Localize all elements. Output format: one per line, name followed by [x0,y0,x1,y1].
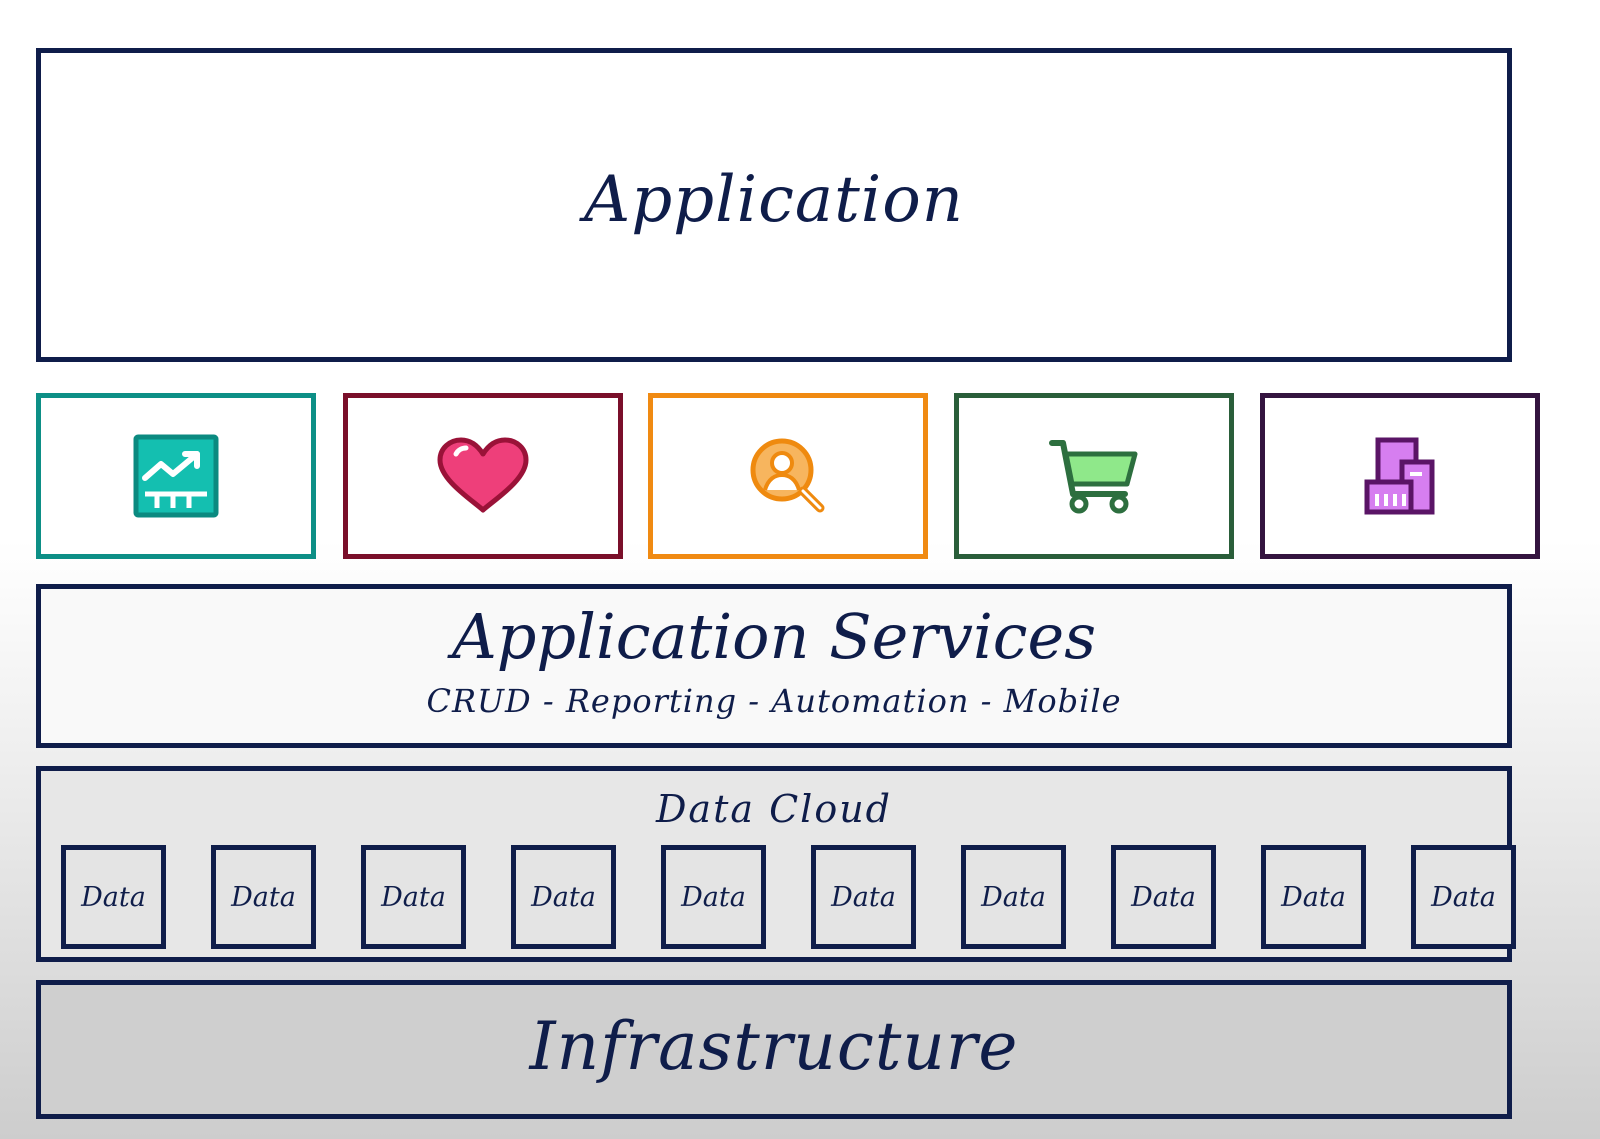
data-cell: Data [511,845,616,949]
buildings-icon [1364,437,1435,515]
data-cell: Data [1411,845,1516,949]
tile-buildings [1260,393,1540,559]
application-layer: Application [36,48,1512,362]
data-cell: Data [1261,845,1366,949]
data-cell: Data [211,845,316,949]
application-services-subtitle: CRUD - Reporting - Automation - Mobile [426,682,1122,720]
infrastructure-layer: Infrastructure [36,980,1512,1119]
data-cloud-title: Data Cloud [655,787,893,831]
data-cloud-layer: Data Cloud Data Data Data Data Data Data… [36,766,1516,962]
analytics-chart-icon [133,434,219,518]
tile-analytics [36,393,316,559]
tile-heart [343,393,623,559]
data-cell: Data [61,845,166,949]
data-cell: Data [661,845,766,949]
tile-shopping-cart [954,393,1234,559]
infrastructure-title: Infrastructure [529,1008,1019,1085]
application-services-layer: Application Services CRUD - Reporting - … [36,584,1512,748]
heart-icon [437,437,529,513]
person-search-icon [750,438,825,513]
tile-person-search [648,393,928,559]
application-title: Application [583,163,965,237]
data-cell: Data [1111,845,1216,949]
data-cell: Data [961,845,1066,949]
shopping-cart-icon [1049,440,1138,514]
data-cell: Data [811,845,916,949]
data-cell: Data [361,845,466,949]
application-services-title: Application Services [451,600,1097,673]
